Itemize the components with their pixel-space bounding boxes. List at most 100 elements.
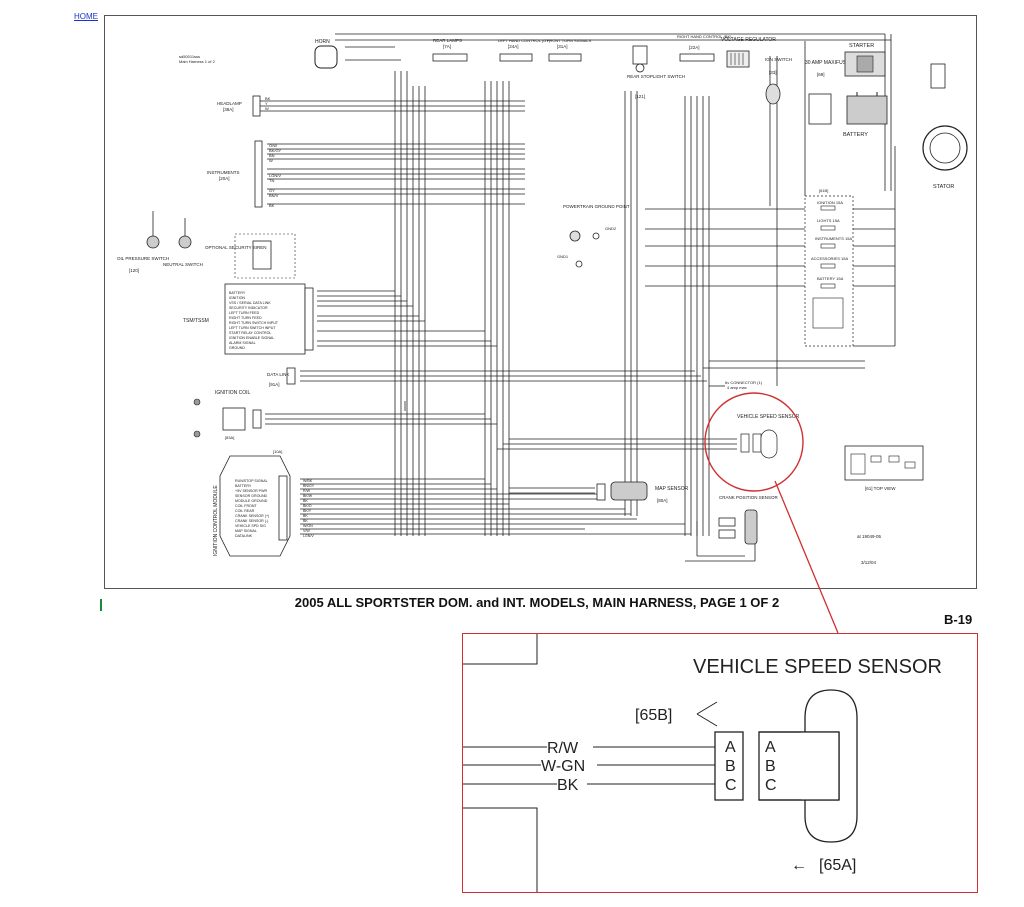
svg-text:START RELAY CONTROL: START RELAY CONTROL	[229, 331, 271, 335]
svg-text:BK: BK	[303, 519, 308, 523]
vss-small	[740, 429, 778, 459]
pin-a-a: A	[765, 739, 776, 756]
svg-text:TN: TN	[269, 178, 274, 183]
svg-text:BK: BK	[303, 514, 308, 518]
crank-sensor-label: CRANK POSITION SENSOR	[719, 495, 779, 500]
instrument-wire-labels: O/W BK/GY BN W LGN/V TN GY BN/V BK	[269, 143, 282, 208]
stator-label: STATOR	[933, 184, 954, 190]
right-hand-control-ref: [22A]	[689, 45, 700, 50]
svg-text:R/W: R/W	[303, 489, 311, 493]
horn-component: HORN	[314, 39, 338, 69]
headlamp-wire-1: BK	[265, 96, 271, 101]
tsm-module	[224, 283, 314, 355]
voltage-regulator-label: VOLTAGE REGULATOR	[721, 37, 776, 43]
svg-text:COIL FRONT: COIL FRONT	[235, 504, 257, 508]
front-turn-signals-ref: [31A]	[557, 44, 568, 49]
instruments-ref: [20A]	[219, 176, 230, 181]
ecm-wire-labels: W/BK BN/GY R/W BK/W BK BK/O BK/Y BK BK W…	[303, 479, 315, 538]
svg-text:RIGHT TURN SWITCH INPUT: RIGHT TURN SWITCH INPUT	[229, 321, 279, 325]
page-caption: 2005 ALL SPORTSTER DOM. and INT. MODELS,…	[294, 595, 780, 610]
voltage-regulator	[726, 50, 750, 68]
starter-label: STARTER	[849, 43, 874, 49]
svg-text:BK/Y: BK/Y	[303, 509, 312, 513]
svg-text:LGN/V: LGN/V	[303, 534, 314, 538]
page-number: B-19	[944, 612, 973, 627]
svg-text:W/GN: W/GN	[303, 524, 313, 528]
optional-siren-label: OPTIONAL SECURITY SIREN	[205, 245, 267, 250]
svg-text:IGNITION: IGNITION	[229, 296, 245, 300]
rear-stoplight-label: REAR STOPLIGHT SWITCH	[627, 74, 685, 79]
svg-text:COIL REAR: COIL REAR	[235, 509, 255, 513]
svg-text:LGN/V: LGN/V	[269, 173, 281, 178]
pin-a-b: B	[765, 758, 776, 775]
neutral-switch	[178, 218, 192, 249]
svg-text:SENSOR GROUND: SENSOR GROUND	[235, 494, 268, 498]
map-sensor-label: MAP SENSOR	[655, 486, 689, 492]
svg-text:LEFT TURN FEED: LEFT TURN FEED	[229, 311, 260, 315]
fuse-ignition: IGNITION 15A	[817, 200, 843, 205]
svg-text:V/W: V/W	[303, 529, 310, 533]
svg-text:BK/GY: BK/GY	[269, 148, 282, 153]
map-sensor-ref: [80A]	[657, 498, 668, 503]
ign-switch	[765, 83, 781, 105]
svg-text:VSS / SERIAL DATA LINK: VSS / SERIAL DATA LINK	[229, 301, 271, 305]
fuse-accessories: ACCESSORIES 15A	[811, 256, 848, 261]
rear-lamps-label: REAR LAMPS	[433, 38, 462, 43]
neutral-switch-label: NEUTRAL SWITCH	[163, 262, 203, 267]
horn-label: HORN	[315, 39, 330, 45]
connector-note: 6v CONNECTOR (1)	[725, 380, 763, 385]
battery-label: BATTERY	[843, 132, 868, 138]
svg-text:O/W: O/W	[269, 143, 277, 148]
ignition-control-module	[219, 455, 291, 557]
rear-lamps-ref: [7A]	[443, 44, 451, 49]
connector-65a-label: [65A]	[819, 857, 856, 874]
ecm-ref: [10A]	[273, 449, 282, 454]
fuse-instruments: INSTRUMENTS 15A	[815, 236, 852, 241]
fuse-lights: LIGHTS 15A	[817, 218, 840, 223]
instruments-label: INSTRUMENTS	[207, 170, 240, 175]
stator	[922, 63, 968, 171]
svg-text:+5V SENSOR PWR: +5V SENSOR PWR	[235, 489, 267, 493]
ign-switch-label: IGN SWITCH	[765, 57, 792, 62]
drawing-date: 3/12/04	[861, 560, 877, 565]
crank-position-sensor	[718, 509, 758, 545]
left-hand-control-ref: [24A]	[508, 44, 519, 49]
connector-65b-label: [65B]	[635, 707, 672, 724]
pin-a-c: C	[765, 777, 777, 794]
ign-switch-ref: [33]	[769, 70, 777, 75]
svg-text:BK/O: BK/O	[303, 504, 312, 508]
svg-text:BK: BK	[303, 499, 308, 503]
front-turn-signals-label: FRONT TURN SIGNALS	[547, 38, 592, 43]
tsm-label: TSM/TSSM	[183, 318, 209, 324]
powertrain-ground	[569, 230, 600, 268]
pin-b-b: B	[725, 758, 736, 775]
ecm-label: IGNITION CONTROL MODULE	[213, 485, 219, 556]
pin-b-c: C	[725, 777, 737, 794]
data-link-ref: [91A]	[269, 382, 280, 387]
maxifuse	[808, 93, 832, 125]
home-link[interactable]: HOME	[74, 12, 98, 21]
vss-small-label: VEHICLE SPEED SENSOR	[737, 414, 800, 420]
wire-label-bk: BK	[557, 777, 579, 794]
maxifuse-label: 30 AMP MAXIFUSE	[805, 60, 850, 66]
svg-text:BATTERY: BATTERY	[229, 291, 246, 295]
powertrain-ground-label: POWERTRAIN GROUND POINT	[563, 204, 630, 209]
ecm-pin-labels: RUN/STOP SIGNAL BATTERY +5V SENSOR PWR S…	[235, 479, 269, 538]
connector-65b	[714, 731, 744, 801]
top-view-connector	[844, 445, 924, 481]
optional-siren	[234, 233, 296, 279]
data-link-label: DATA LINK	[267, 372, 289, 377]
svg-text:BN/V: BN/V	[269, 193, 279, 198]
fuse-block	[804, 195, 854, 347]
top-view-label: [61] TOP VIEW	[865, 486, 896, 491]
wiring-diagram-svg: sd50011sss Main Harness 1 of 2 HORN REAR…	[117, 33, 968, 565]
connector-65a-arrow: ←	[791, 857, 807, 874]
svg-text:W/BK: W/BK	[303, 479, 313, 483]
instruments-connector	[254, 140, 263, 208]
top-connectors	[432, 53, 715, 62]
headlamp-label: HEADLAMP	[217, 101, 242, 106]
data-link-connector	[286, 367, 296, 385]
wire-label-rw: R/W	[547, 740, 579, 757]
rear-stoplight-switch	[632, 45, 648, 73]
fuse-battery: BATTERY 15A	[817, 276, 844, 281]
